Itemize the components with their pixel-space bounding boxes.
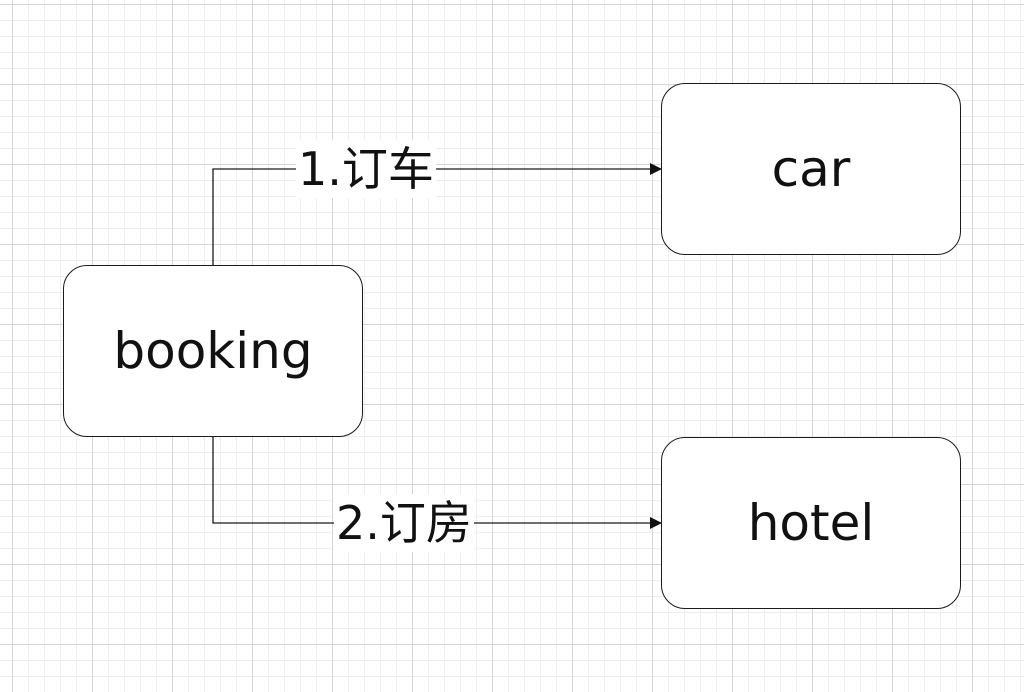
- edge-label-car: 1.订车: [296, 140, 436, 198]
- node-booking[interactable]: booking: [63, 265, 363, 437]
- edge-booking-to-car[interactable]: [212, 163, 662, 265]
- edge-label-hotel: 2.订房: [334, 494, 474, 552]
- node-car[interactable]: car: [661, 83, 961, 255]
- node-label-hotel: hotel: [747, 494, 875, 552]
- edge-booking-to-hotel[interactable]: [212, 437, 662, 529]
- node-label-car: car: [771, 140, 851, 198]
- node-hotel[interactable]: hotel: [661, 437, 961, 609]
- node-label-booking: booking: [113, 322, 313, 380]
